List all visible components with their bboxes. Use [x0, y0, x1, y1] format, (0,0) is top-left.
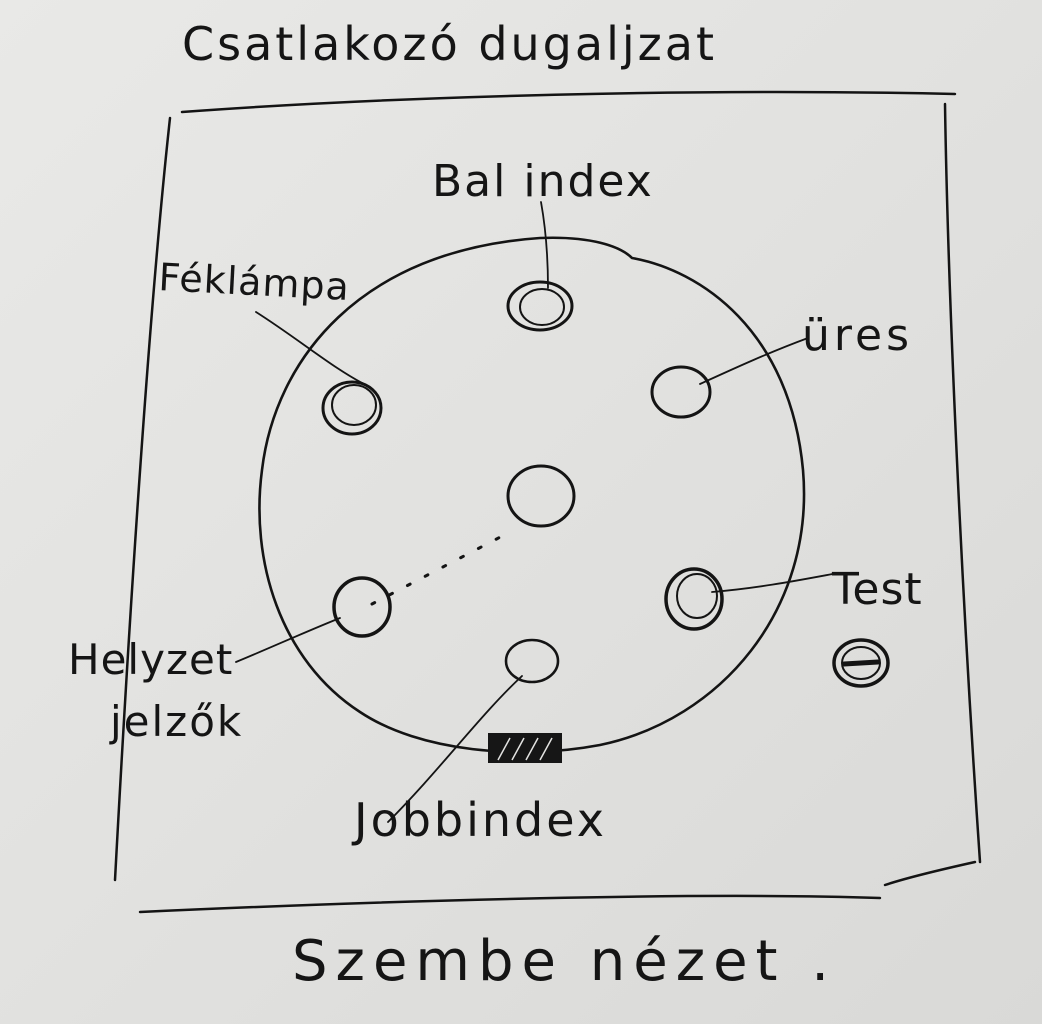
label-jobb-index: Jobbindex: [351, 793, 607, 847]
label-helyzetjelzok-line1: Helyzet: [68, 635, 233, 684]
socket-body: [258, 236, 806, 754]
label-helyzetjelzok-line2: jelzők: [109, 697, 243, 746]
pin-ures: [650, 365, 712, 419]
key-notch-hatching: [497, 737, 553, 761]
pin-helyzetjelzok: [332, 576, 392, 638]
dotted-link: [370, 530, 512, 606]
leader-test: [711, 572, 839, 593]
leader-ures: [699, 337, 809, 385]
pin-jobb-index: [504, 638, 560, 684]
pin-test: [664, 567, 724, 631]
pin-bal-index: [506, 280, 574, 332]
diagram-caption: Szembe nézet .: [292, 929, 837, 994]
key-notch: [488, 733, 562, 763]
label-ures: üres: [802, 310, 913, 361]
label-bal-index: Bal index: [432, 156, 654, 207]
mounting-screw: [832, 638, 890, 688]
leader-bal-index: [540, 201, 549, 289]
plate-outline: [113, 90, 982, 914]
label-feklampa: Féklámpa: [158, 255, 351, 309]
leader-jobb-index: [387, 675, 523, 823]
diagram-title: Csatlakozó dugaljzat: [182, 17, 717, 71]
leader-helyzetjelzok: [235, 617, 341, 663]
pin-center: [506, 464, 576, 528]
label-test: Test: [831, 564, 923, 615]
pin-feklampa: [321, 380, 383, 436]
leader-feklampa: [255, 311, 369, 387]
